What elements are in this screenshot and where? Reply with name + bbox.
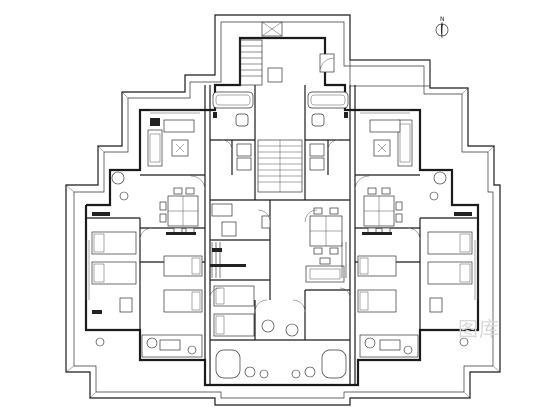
roof-eave-outline	[65, 14, 501, 406]
bedroom-right-1	[427, 212, 473, 313]
bedroom-left-1	[91, 212, 137, 314]
service-tower	[239, 21, 335, 86]
central-staircase	[257, 139, 303, 193]
watermark: 图库	[458, 317, 500, 341]
bedroom-left-2	[163, 232, 203, 313]
bedroom-right-2	[357, 232, 397, 313]
north-arrow: N	[435, 16, 449, 38]
living-room-left	[147, 118, 195, 167]
kitchen-hatching	[139, 215, 347, 278]
exterior-walls	[84, 36, 480, 387]
living-room-right	[369, 119, 413, 167]
living-room-center	[305, 257, 345, 283]
bathroom-left	[212, 91, 254, 171]
bathroom-right	[307, 91, 349, 171]
window-marks	[85, 109, 479, 300]
north-label: N	[440, 16, 445, 23]
balcony-left	[141, 334, 203, 358]
watermark-text: 图库	[458, 317, 500, 341]
dining-set-center	[309, 207, 343, 255]
balcony-bottom	[215, 319, 347, 379]
door-swings	[139, 139, 421, 313]
bedroom-center-left	[210, 203, 255, 337]
dining-set-left	[159, 187, 199, 235]
dining-set-right	[363, 187, 403, 235]
side-balcony-plants	[95, 171, 469, 347]
balcony-right	[359, 334, 419, 358]
